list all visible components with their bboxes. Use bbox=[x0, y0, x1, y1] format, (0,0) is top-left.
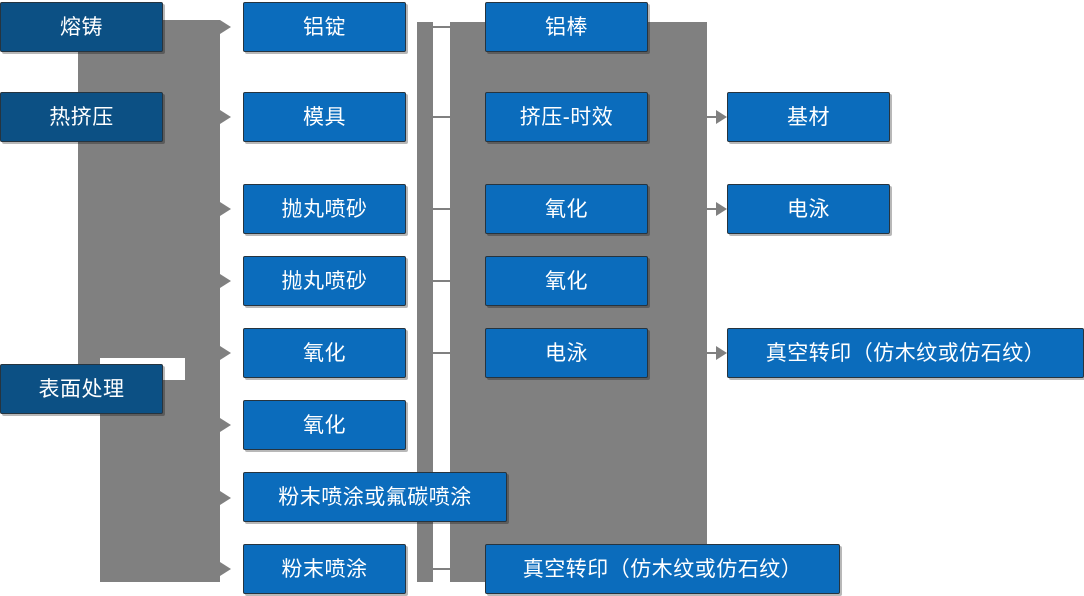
connector-fan-bar-b bbox=[185, 20, 220, 582]
process-a-box-3[interactable]: 抛丸喷砂 bbox=[243, 256, 406, 306]
arrow-stage-to-pa-0 bbox=[220, 20, 231, 34]
output-box-1[interactable]: 电泳 bbox=[727, 184, 890, 234]
connector-stage-trunk-upper bbox=[78, 20, 100, 370]
arrow-stage-to-pa-7 bbox=[220, 562, 231, 576]
process-a-box-4[interactable]: 氧化 bbox=[243, 328, 406, 378]
arrow-stage-to-pa-6 bbox=[220, 491, 231, 505]
arrow-pb-to-out-1 bbox=[700, 202, 727, 216]
arrow-stage-to-pa-1 bbox=[220, 110, 231, 124]
connector-mid-stub-5 bbox=[433, 568, 455, 570]
connector-mid-stub-2 bbox=[433, 208, 455, 210]
arrow-pb-to-out-2 bbox=[700, 346, 727, 360]
arrow-stage-to-pa-5 bbox=[220, 418, 231, 432]
process-a-box-0[interactable]: 铝锭 bbox=[243, 2, 406, 52]
stage-box-1[interactable]: 热挤压 bbox=[0, 92, 163, 142]
process-a-box-7[interactable]: 粉末喷涂 bbox=[243, 544, 406, 594]
process-b-box-0[interactable]: 铝棒 bbox=[485, 2, 648, 52]
process-b-box-2[interactable]: 氧化 bbox=[485, 184, 648, 234]
stage-box-2[interactable]: 表面处理 bbox=[0, 364, 163, 414]
arrow-stage-to-pa-3 bbox=[220, 274, 231, 288]
connector-mid-stub-1 bbox=[433, 116, 455, 118]
process-b-box-5[interactable]: 真空转印（仿木纹或仿石纹） bbox=[485, 544, 840, 594]
process-a-box-6[interactable]: 粉末喷涂或氟碳喷涂 bbox=[243, 472, 507, 522]
process-a-box-2[interactable]: 抛丸喷砂 bbox=[243, 184, 406, 234]
arrow-stage-to-pa-4 bbox=[220, 346, 231, 360]
process-b-box-4[interactable]: 电泳 bbox=[485, 328, 648, 378]
connector-mid-stub-0 bbox=[433, 26, 455, 28]
connector-mid-stub-4 bbox=[433, 352, 455, 354]
process-a-box-5[interactable]: 氧化 bbox=[243, 400, 406, 450]
output-box-2[interactable]: 真空转印（仿木纹或仿石纹） bbox=[727, 328, 1084, 378]
process-b-box-3[interactable]: 氧化 bbox=[485, 256, 648, 306]
stage-box-0[interactable]: 熔铸 bbox=[0, 2, 163, 52]
connector-mid-stub-3 bbox=[433, 280, 455, 282]
process-b-box-1[interactable]: 挤压-时效 bbox=[485, 92, 648, 142]
arrow-stage-to-pa-2 bbox=[220, 202, 231, 216]
output-box-0[interactable]: 基材 bbox=[727, 92, 890, 142]
connector-mid-rail bbox=[417, 22, 433, 582]
arrow-pb-to-out-0 bbox=[700, 110, 727, 124]
process-a-box-1[interactable]: 模具 bbox=[243, 92, 406, 142]
